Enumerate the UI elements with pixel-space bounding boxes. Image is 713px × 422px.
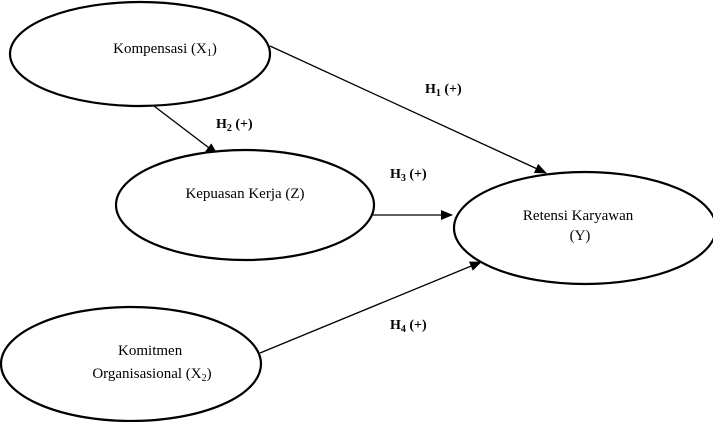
edge-x1-to-z <box>153 105 218 155</box>
node-kompensasi-label: Kompensasi (X1) <box>113 41 217 59</box>
edge-x2-to-y <box>259 261 482 354</box>
node-retensi-karyawan-label: Retensi Karyawan (Y) <box>523 208 637 244</box>
edge-label-h4: H4 (+) <box>390 318 427 335</box>
node-kompensasi <box>8 0 272 108</box>
edge-label-h2: H2 (+) <box>216 117 253 134</box>
node-komitmen-organisasional <box>0 305 263 422</box>
node-kepuasan-kerja <box>114 148 376 262</box>
edges <box>153 45 547 354</box>
edge-label-h3: H3 (+) <box>390 167 427 184</box>
node-retensi-karyawan <box>452 170 713 286</box>
edge-label-h1: H1 (+) <box>425 82 462 99</box>
node-komitmen-organisasional-label: Komitmen Organisasional (X2) <box>92 343 211 384</box>
node-kepuasan-kerja-label: Kepuasan Kerja (Z) <box>185 186 304 202</box>
edge-x1-to-y <box>269 45 547 174</box>
